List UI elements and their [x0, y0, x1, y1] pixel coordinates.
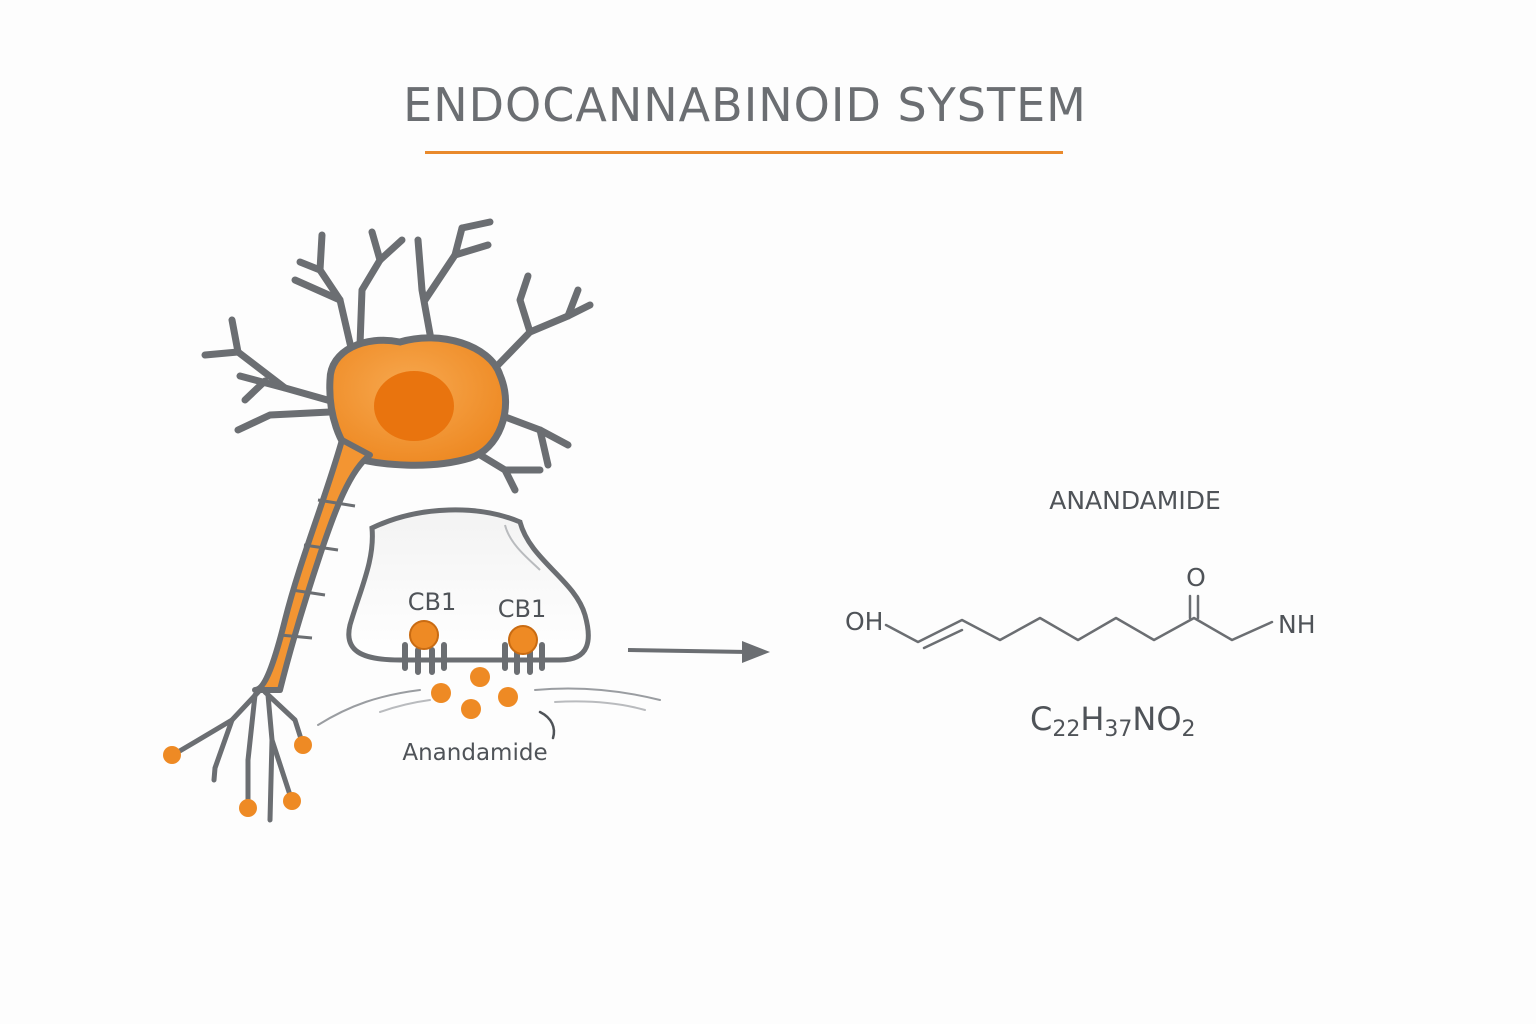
page-title: ENDOCANNABINOID SYSTEM [403, 78, 1087, 132]
nucleus [374, 371, 454, 441]
axon [252, 437, 373, 693]
myelin-segments [279, 498, 356, 640]
anandamide-label: Anandamide [402, 740, 547, 766]
atom-oh: OH [845, 607, 883, 636]
molecule-name: ANANDAMIDE [1049, 486, 1221, 515]
formula-n: N [1132, 700, 1156, 738]
arrow-right [627, 641, 770, 663]
dendrites [201, 218, 594, 494]
cb1-receptor-left [402, 620, 447, 675]
formula-c: C [1030, 700, 1052, 738]
formula-c-count: 22 [1052, 717, 1080, 742]
cb1-label-right: CB1 [498, 595, 547, 623]
synaptic-terminal [346, 507, 591, 663]
atom-o: O [1186, 563, 1206, 592]
axon-terminals [175, 685, 305, 823]
formula-h-count: 37 [1104, 717, 1132, 742]
cb1-label-left: CB1 [408, 588, 457, 616]
molecule-skeleton [884, 594, 1274, 650]
postsynaptic-membrane [317, 687, 661, 726]
formula-o-count: 2 [1182, 717, 1196, 742]
title-underline [425, 151, 1063, 154]
terminal-boutons [163, 736, 312, 817]
cb1-receptor-right [502, 625, 545, 675]
molecular-formula: C22H37NO2 [1030, 700, 1196, 742]
terminal-highlight [504, 524, 541, 571]
formula-h: H [1080, 700, 1104, 738]
anandamide-molecules [431, 667, 518, 719]
atom-nh: NH [1278, 610, 1316, 639]
anandamide-pointer [538, 710, 556, 740]
formula-o: O [1156, 700, 1181, 738]
